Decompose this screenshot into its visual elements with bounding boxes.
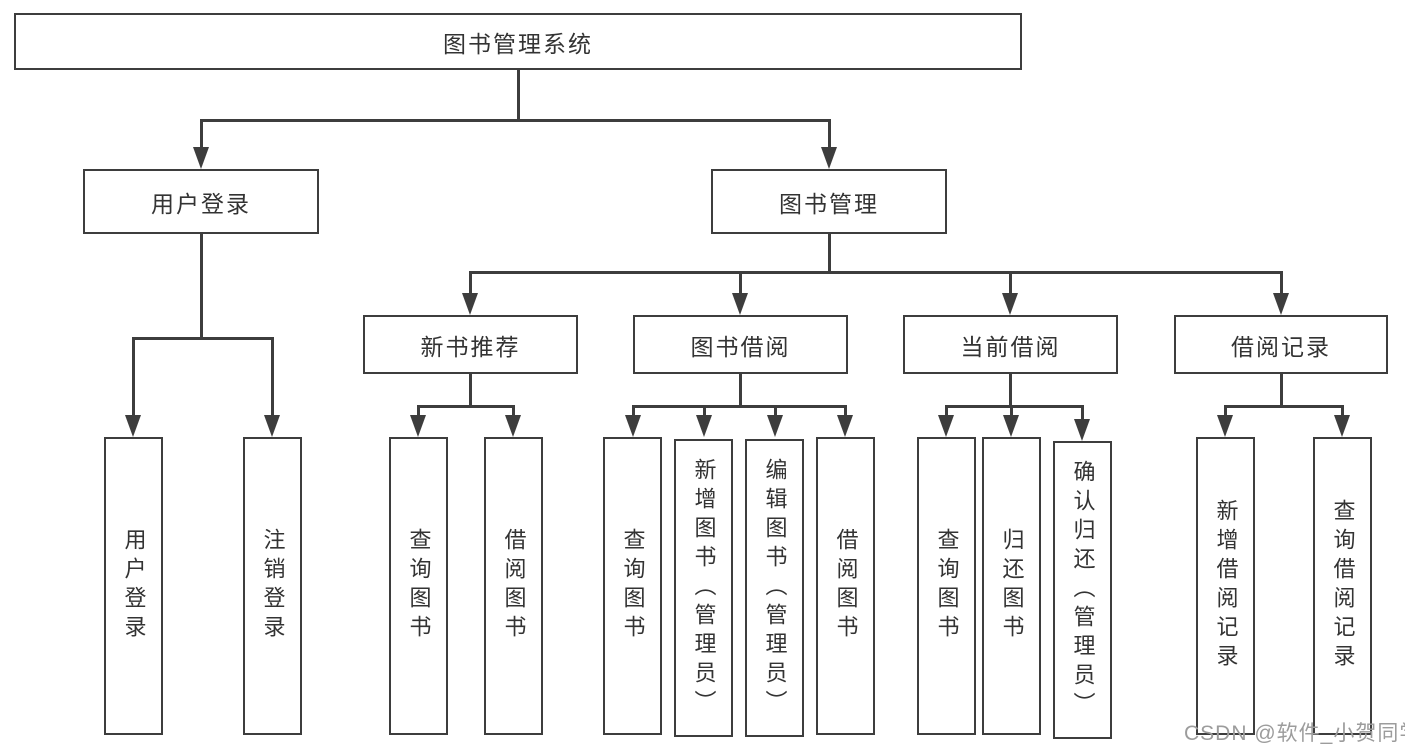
connector-vline	[517, 70, 520, 119]
connector-arrow-down	[696, 415, 712, 437]
connector-vline	[132, 337, 135, 417]
connector-arrow-down	[125, 415, 141, 437]
connector-vline	[200, 119, 203, 148]
connector-vline	[1280, 374, 1283, 407]
node-logout: 注销登录	[243, 437, 302, 735]
connector-hline	[1225, 405, 1344, 408]
connector-vline	[739, 271, 742, 295]
connector-vline	[1224, 405, 1227, 417]
connector-vline	[632, 405, 635, 417]
node-edit-books-admin: 编辑图书（管理员）	[745, 439, 804, 737]
connector-vline	[1280, 271, 1283, 295]
connector-vline	[200, 234, 203, 338]
connector-vline	[1010, 405, 1013, 417]
connector-vline	[1081, 405, 1084, 421]
node-add-books-admin: 新增图书（管理员）	[674, 439, 733, 737]
connector-arrow-down	[625, 415, 641, 437]
connector-vline	[774, 405, 777, 417]
connector-vline	[1009, 271, 1012, 295]
node-new-book-recommendation: 新书推荐	[363, 315, 578, 374]
node-query-books-recommendation: 查询图书	[389, 437, 448, 735]
connector-hline	[200, 119, 830, 122]
connector-arrow-down	[1074, 419, 1090, 441]
node-borrow-books-recommendation: 借阅图书	[484, 437, 543, 735]
connector-hline	[133, 337, 274, 340]
connector-hline	[418, 405, 515, 408]
node-query-borrow-record: 查询借阅记录	[1313, 437, 1372, 735]
node-user-login-branch: 用户登录	[83, 169, 319, 234]
connector-arrow-down	[193, 147, 209, 169]
connector-vline	[271, 337, 274, 417]
node-current-borrowing: 当前借阅	[903, 315, 1118, 374]
node-book-management: 图书管理	[711, 169, 947, 234]
connector-arrow-down	[837, 415, 853, 437]
node-add-borrow-record: 新增借阅记录	[1196, 437, 1255, 735]
node-user-login: 用户登录	[104, 437, 163, 735]
connector-arrow-down	[410, 415, 426, 437]
connector-vline	[469, 271, 472, 295]
connector-arrow-down	[821, 147, 837, 169]
connector-arrow-down	[767, 415, 783, 437]
connector-arrow-down	[1334, 415, 1350, 437]
node-borrow-books: 借阅图书	[816, 437, 875, 735]
connector-hline	[946, 405, 1084, 408]
connector-arrow-down	[1002, 293, 1018, 315]
node-query-books-current: 查询图书	[917, 437, 976, 735]
connector-hline	[633, 405, 847, 408]
node-return-books: 归还图书	[982, 437, 1041, 735]
connector-vline	[945, 405, 948, 417]
node-borrowing-records: 借阅记录	[1174, 315, 1388, 374]
connector-arrow-down	[462, 293, 478, 315]
node-library-management-system: 图书管理系统	[14, 13, 1022, 70]
connector-vline	[844, 405, 847, 417]
connector-arrow-down	[1003, 415, 1019, 437]
connector-hline	[469, 271, 1282, 274]
node-query-books-borrowing: 查询图书	[603, 437, 662, 735]
connector-vline	[828, 119, 831, 148]
connector-arrow-down	[1217, 415, 1233, 437]
connector-vline	[417, 405, 420, 417]
connector-vline	[512, 405, 515, 417]
watermark-csdn: CSDN @软件_小贺同学	[1184, 722, 1405, 745]
node-book-borrowing: 图书借阅	[633, 315, 848, 374]
connector-vline	[828, 234, 831, 272]
connector-vline	[1341, 405, 1344, 417]
connector-arrow-down	[1273, 293, 1289, 315]
connector-vline	[739, 374, 742, 407]
connector-vline	[1009, 374, 1012, 407]
node-confirm-return-admin: 确认归还（管理员）	[1053, 441, 1112, 739]
connector-arrow-down	[732, 293, 748, 315]
connector-vline	[703, 405, 706, 417]
connector-arrow-down	[264, 415, 280, 437]
connector-arrow-down	[938, 415, 954, 437]
connector-vline	[469, 374, 472, 407]
connector-arrow-down	[505, 415, 521, 437]
